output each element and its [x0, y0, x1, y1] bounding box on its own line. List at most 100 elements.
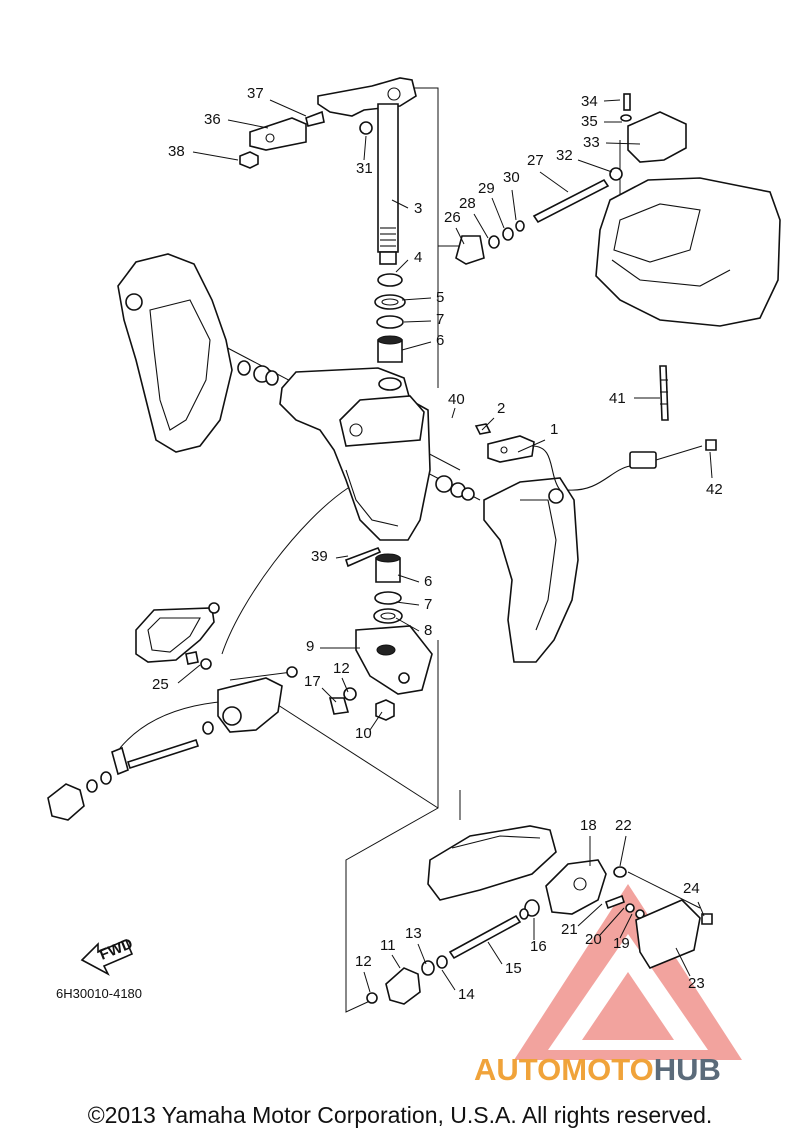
leader-line-c7b [395, 601, 420, 606]
callout-c29: 29 [478, 180, 495, 197]
callout-c17: 17 [304, 673, 321, 690]
callout-c42: 42 [706, 481, 723, 498]
leader-line-c27 [539, 171, 569, 193]
bolt-39 [344, 546, 382, 568]
lower-unit-housing [427, 825, 557, 901]
leader-line-c12a [341, 677, 349, 693]
callout-c5: 5 [436, 289, 444, 306]
left-lower-mount [47, 721, 214, 821]
callout-c26: 26 [444, 209, 461, 226]
leader-line-c2 [481, 417, 495, 431]
leader-line-c6a [401, 341, 432, 351]
callout-c20: 20 [585, 931, 602, 948]
callout-c19: 19 [613, 935, 630, 952]
callout-c4: 4 [414, 249, 422, 266]
callout-c22: 22 [615, 817, 632, 834]
watermark-triangle [514, 884, 742, 1060]
callout-c35: 35 [581, 113, 598, 130]
upper-bushing-stack [374, 273, 406, 363]
callout-c7a: 7 [436, 311, 444, 328]
callout-c23: 23 [688, 975, 705, 992]
leader-line-c34 [603, 99, 621, 102]
callout-c39: 39 [311, 548, 328, 565]
watermark-logo: AUTOMOTOHUB [474, 1052, 721, 1088]
lower-mount-right [448, 859, 713, 969]
leader-line-c37 [269, 99, 307, 117]
leader-line-c3 [391, 199, 409, 209]
leader-line-c22 [619, 835, 627, 867]
lower-mount-bottom [366, 955, 448, 1005]
leader-line-c10 [369, 711, 383, 731]
leader-line-c12b [363, 971, 371, 993]
callout-c12b: 12 [355, 953, 372, 970]
leader-line-c13 [417, 943, 427, 965]
swivel-bracket [279, 367, 431, 541]
left-clamp-bracket [117, 253, 279, 453]
cable-tie [659, 365, 669, 421]
callout-c15: 15 [505, 960, 522, 977]
callout-c36: 36 [204, 111, 221, 128]
callout-c11: 11 [380, 937, 396, 954]
leader-line-c28 [473, 213, 489, 239]
callout-c16: 16 [530, 938, 547, 955]
leader-lines [177, 99, 713, 993]
callout-c18: 18 [580, 817, 597, 834]
lower-bushing-stack [373, 553, 403, 624]
callout-c34: 34 [581, 93, 598, 110]
fwd-arrow-icon [80, 938, 134, 976]
leader-line-c11 [391, 954, 401, 969]
callout-c31: 31 [356, 160, 373, 177]
callout-c1: 1 [550, 421, 558, 438]
leader-line-c40 [451, 407, 456, 419]
callout-c30: 30 [503, 169, 520, 186]
callout-c14: 14 [458, 986, 475, 1003]
lower-mount-bracket [328, 625, 433, 721]
callout-c6a: 6 [436, 332, 444, 349]
leader-line-c31 [363, 135, 367, 161]
callout-c40: 40 [448, 391, 465, 408]
leader-line-c36 [227, 119, 269, 129]
leader-line-c42 [709, 451, 713, 479]
callout-c10: 10 [355, 725, 372, 742]
callout-c28: 28 [459, 195, 476, 212]
right-clamp-bracket [435, 475, 579, 663]
callout-c24: 24 [683, 880, 700, 897]
callout-c7b: 7 [424, 596, 432, 613]
leader-line-c33 [605, 142, 641, 145]
callout-c27: 27 [527, 152, 544, 169]
leader-line-c5 [401, 297, 432, 301]
leader-line-c23 [675, 947, 691, 977]
leader-line-c17 [321, 687, 337, 703]
callout-c32: 32 [556, 147, 573, 164]
callout-labels: 1234567678910111212131415161718192021222… [152, 85, 723, 1003]
callout-c41: 41 [609, 390, 626, 407]
callout-c13: 13 [405, 925, 422, 942]
leader-line-c7a [403, 320, 432, 323]
callout-c3: 3 [414, 200, 422, 217]
trim-rod-bracket [135, 602, 298, 733]
leader-line-c32 [577, 159, 613, 173]
leader-line-c25 [177, 664, 201, 684]
callout-c2: 2 [497, 400, 505, 417]
leader-line-c38 [192, 151, 239, 161]
leader-line-c24 [697, 901, 705, 917]
catalog-number: 6H30010-4180 [56, 986, 143, 1001]
callout-c12a: 12 [333, 660, 350, 677]
watermark-part1: AUTOMOTO [474, 1052, 654, 1087]
leader-line-c20 [599, 907, 625, 936]
callout-c33: 33 [583, 134, 600, 151]
trim-sensor-assembly [474, 423, 717, 491]
leader-line-c30 [511, 189, 517, 221]
callout-c6b: 6 [424, 573, 432, 590]
callout-c9: 9 [306, 638, 314, 655]
leader-line-c26 [455, 227, 465, 245]
leader-line-c6b [397, 574, 420, 583]
leader-line-c29 [491, 197, 505, 229]
leader-line-c8 [395, 617, 420, 632]
watermark-part2: HUB [653, 1052, 721, 1087]
callout-c21: 21 [561, 921, 578, 938]
leader-line-c39 [335, 555, 349, 559]
callout-c37: 37 [247, 85, 264, 102]
steering-shaft [377, 103, 399, 265]
